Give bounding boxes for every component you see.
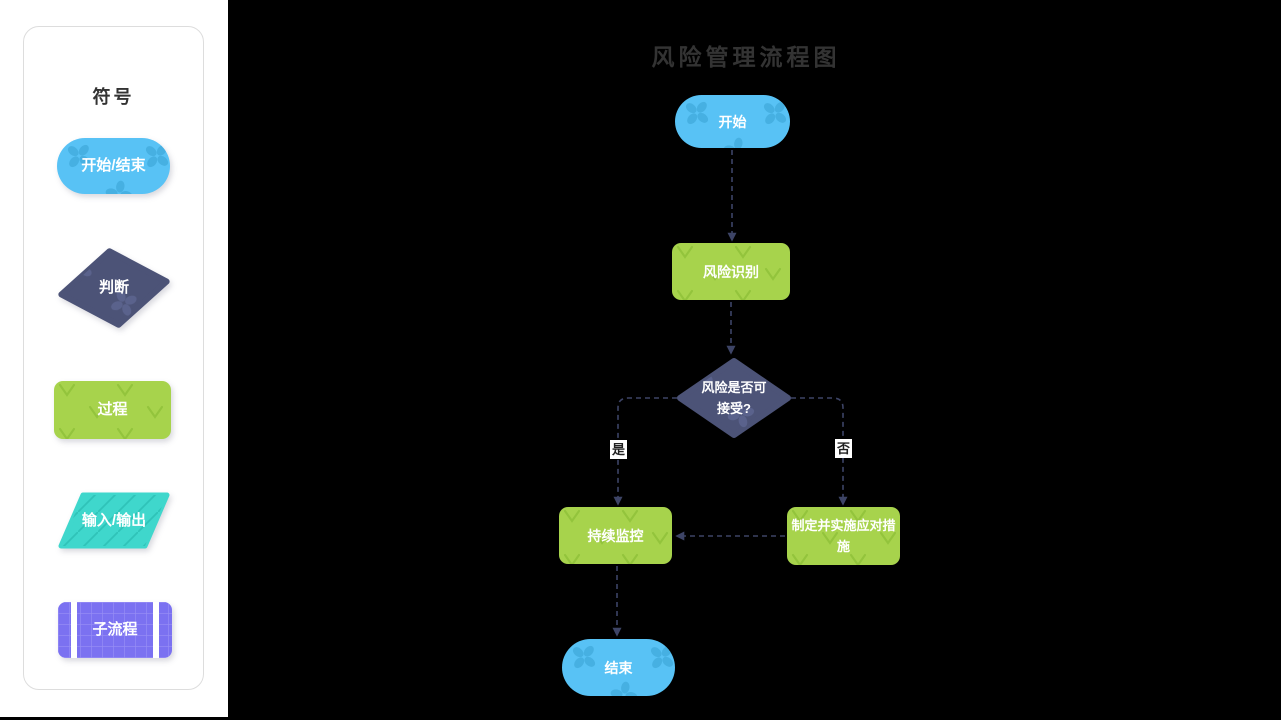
rectangle-shape — [54, 381, 171, 439]
flow-node-identify[interactable]: 风险识别 — [672, 243, 790, 300]
subprocess-shape — [58, 602, 172, 658]
diagram-canvas[interactable]: 风险管理流程图 开始 风险识别 风险是否可接受? — [228, 0, 1281, 720]
flow-node-respond[interactable]: 制定并实施应对措施 — [787, 507, 900, 565]
stadium-shape — [675, 95, 790, 148]
parallelogram-shape — [58, 492, 170, 549]
edge-label-no: 否 — [835, 439, 853, 458]
palette-title: 符号 — [92, 87, 135, 107]
stadium-shape — [57, 138, 170, 194]
palette-item-input-output[interactable]: 输入/输出 — [58, 492, 170, 549]
edge-accept-respond — [791, 397, 848, 506]
diamond-shape — [677, 358, 791, 438]
palette-item-decision[interactable]: 判断 — [58, 248, 170, 328]
palette-card: 符号 开始/结束 判断 过程 — [23, 26, 204, 690]
stadium-shape — [562, 639, 675, 696]
palette-item-start-end[interactable]: 开始/结束 — [57, 138, 170, 194]
flow-node-monitor[interactable]: 持续监控 — [559, 507, 672, 564]
flow-node-end[interactable]: 结束 — [562, 639, 675, 696]
diamond-shape — [58, 248, 170, 328]
flow-node-start[interactable]: 开始 — [675, 95, 790, 148]
connector-layer — [612, 150, 848, 637]
edge-accept-monitor — [613, 397, 677, 506]
rectangle-shape — [672, 243, 790, 300]
rectangle-shape — [559, 507, 672, 564]
diagram-title: 风险管理流程图 — [651, 44, 841, 70]
rectangle-shape — [787, 507, 900, 565]
flow-node-accept-decision[interactable]: 风险是否可接受? — [677, 358, 791, 438]
shape-palette-sidebar: 符号 开始/结束 判断 过程 — [0, 0, 228, 717]
palette-item-subprocess[interactable]: 子流程 — [58, 602, 172, 658]
palette-item-process[interactable]: 过程 — [54, 381, 171, 439]
edge-label-yes: 是 — [610, 440, 628, 459]
